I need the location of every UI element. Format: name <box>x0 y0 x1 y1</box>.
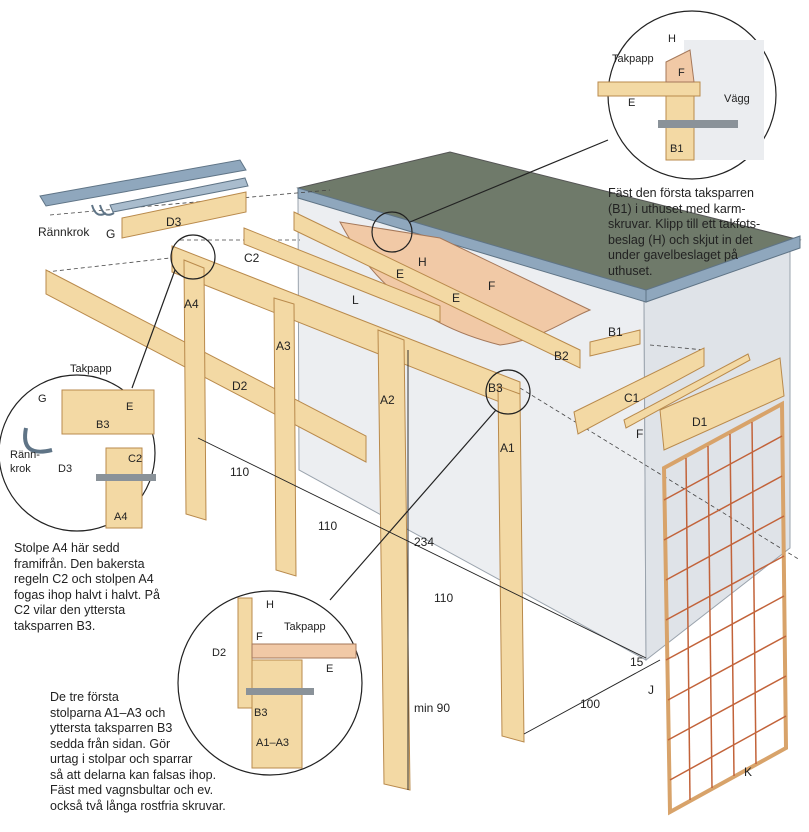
dimension-234: 234 <box>414 535 434 549</box>
label-d1-main: D1 <box>692 415 708 429</box>
detail-b-h: H <box>266 599 274 611</box>
dimension-15: 15 <box>630 655 644 669</box>
label-e-main-2: E <box>452 291 460 305</box>
trellis <box>661 400 789 816</box>
detail-l-b3: B3 <box>96 419 109 431</box>
dimension-110-b: 110 <box>318 519 337 533</box>
detail-l-e: E <box>126 401 133 413</box>
detail-tr-f: F <box>678 67 685 79</box>
detail-b-f: F <box>256 631 263 643</box>
gutter <box>39 159 249 213</box>
gutter-hook-icon <box>91 204 115 216</box>
label-j-main: J <box>648 683 654 697</box>
label-k-main: K <box>744 765 752 779</box>
detail-l-c2: C2 <box>128 453 142 465</box>
detail-tr-vagg: Vägg <box>724 93 750 105</box>
detail-left <box>23 389 156 529</box>
dimension-110-c: 110 <box>434 591 453 605</box>
detail-tr-b1: B1 <box>670 143 683 155</box>
dimension-100: 100 <box>580 697 600 711</box>
label-d3-main: D3 <box>166 215 182 229</box>
dimension-min-90: min 90 <box>414 701 450 715</box>
detail-b-b3: B3 <box>254 707 267 719</box>
caption-top-right: Fäst den första taksparren (B1) i uthuse… <box>608 186 761 278</box>
detail-top-right <box>597 40 764 161</box>
caption-bottom-left: De tre första stolparna A1–A3 och ytters… <box>50 690 226 813</box>
label-a2-main: A2 <box>380 393 395 407</box>
detail-l-krok: krok <box>10 463 31 475</box>
label-f-c1: F <box>636 427 643 441</box>
label-e-main-1: E <box>396 267 404 281</box>
detail-b-e: E <box>326 663 333 675</box>
label-f-main: F <box>488 279 495 293</box>
label-a4-main: A4 <box>184 297 199 311</box>
label-h-main: H <box>418 255 427 269</box>
posts <box>183 259 525 791</box>
label-l-main: L <box>352 293 359 307</box>
caption-left: Stolpe A4 här sedd framifrån. Den bakers… <box>14 541 160 633</box>
detail-b-takpapp: Takpapp <box>284 621 326 633</box>
detail-tr-h: H <box>668 33 676 45</box>
dimension-lines <box>197 350 661 790</box>
detail-l-a4: A4 <box>114 511 127 523</box>
detail-l-takpapp: Takpapp <box>70 363 112 375</box>
label-b2-main: B2 <box>554 349 569 363</box>
label-g-main: G <box>106 227 115 241</box>
label-d2-main: D2 <box>232 379 248 393</box>
detail-l-g: G <box>38 393 47 405</box>
label-c1-main: C1 <box>624 391 640 405</box>
label-a1-main: A1 <box>500 441 515 455</box>
label-c2-main: C2 <box>244 251 260 265</box>
detail-tr-e: E <box>628 97 635 109</box>
detail-bottom <box>237 597 357 769</box>
label-a3-main: A3 <box>276 339 291 353</box>
detail-b-a1-a3: A1–A3 <box>256 737 289 749</box>
detail-tr-takpapp: Takpapp <box>612 53 654 65</box>
detail-l-d3: D3 <box>58 463 72 475</box>
detail-b-d2: D2 <box>212 647 226 659</box>
label-b3-main: B3 <box>488 381 503 395</box>
label-b1-main: B1 <box>608 325 623 339</box>
dimension-110-a: 110 <box>230 465 249 479</box>
label-rannkrok: Rännkrok <box>38 225 90 239</box>
detail-l-rann: Ränn- <box>10 449 40 461</box>
